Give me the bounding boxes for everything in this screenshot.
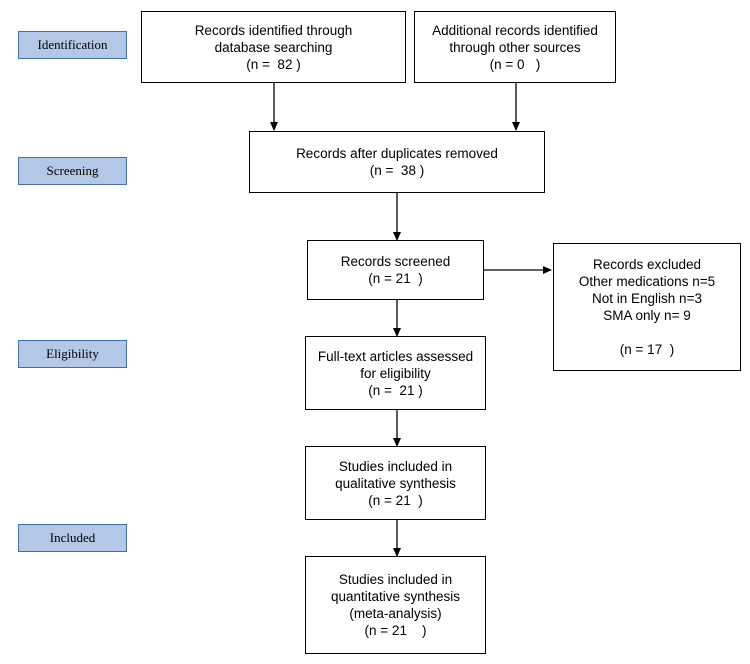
box-records-excluded-reason-sma: SMA only n= 9: [603, 308, 691, 323]
box-qualitative-synthesis-line1: Studies included in: [338, 458, 453, 474]
stage-label-eligibility: Eligibility: [18, 340, 127, 368]
box-database-searching-line2: database searching: [214, 39, 333, 55]
box-database-searching: Records identified through database sear…: [141, 11, 406, 83]
box-records-excluded-title: Records excluded: [592, 257, 702, 272]
box-after-duplicates: Records after duplicates removed (n = 38…: [249, 131, 545, 193]
box-quantitative-synthesis-line3: (meta-analysis): [349, 606, 442, 621]
box-records-screened-count: (n = 21 ): [368, 271, 423, 286]
box-fulltext-assessed-line1: Full-text articles assessed: [317, 348, 474, 364]
box-fulltext-assessed-count: (n = 21 ): [368, 382, 423, 398]
box-other-sources-line2: through other sources: [449, 39, 581, 55]
box-quantitative-synthesis-count: (n = 21 ): [364, 623, 427, 638]
stage-label-identification: Identification: [18, 31, 127, 59]
box-after-duplicates-count: (n = 38 ): [369, 163, 425, 178]
box-quantitative-synthesis-line1: Studies included in: [338, 572, 453, 587]
box-fulltext-assessed-line2: for eligibility: [360, 365, 431, 381]
box-records-screened: Records screened (n = 21 ): [307, 240, 484, 300]
box-qualitative-synthesis-count: (n = 21 ): [368, 492, 423, 508]
box-other-sources-count: (n = 0 ): [489, 56, 541, 72]
stage-label-screening: Screening: [18, 157, 127, 185]
box-records-excluded-reason-language: Not in English n=3: [592, 291, 702, 306]
stage-label-included: Included: [18, 524, 127, 552]
box-database-searching-line1: Records identified through: [194, 22, 353, 38]
box-fulltext-assessed: Full-text articles assessed for eligibil…: [305, 336, 486, 410]
box-quantitative-synthesis-line2: quantitative synthesis: [330, 589, 461, 604]
box-records-excluded-reason-medications: Other medications n=5: [578, 274, 716, 289]
box-qualitative-synthesis: Studies included in qualitative synthesi…: [305, 446, 486, 520]
box-qualitative-synthesis-line2: qualitative synthesis: [335, 475, 456, 491]
box-records-excluded: Records excluded Other medications n=5 N…: [553, 243, 741, 371]
box-records-screened-line1: Records screened: [340, 254, 451, 269]
box-quantitative-synthesis: Studies included in quantitative synthes…: [305, 556, 486, 654]
box-database-searching-count: (n = 82 ): [246, 56, 301, 72]
box-other-sources: Additional records identified through ot…: [414, 11, 616, 83]
box-after-duplicates-line1: Records after duplicates removed: [296, 146, 498, 161]
box-other-sources-line1: Additional records identified: [432, 22, 598, 38]
box-records-excluded-count: (n = 17 ): [619, 342, 675, 357]
